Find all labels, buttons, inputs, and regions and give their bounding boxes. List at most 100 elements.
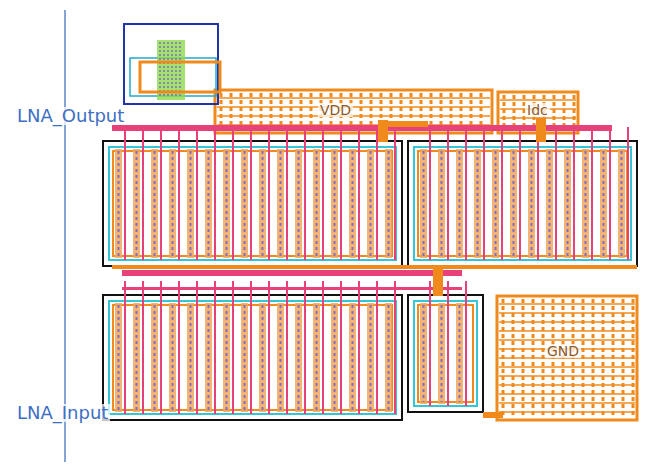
gate-poly [501,127,503,260]
via-row [499,330,635,332]
finger-metal [367,303,374,412]
finger-vias [352,151,354,256]
finger-metal [313,149,320,258]
metal-strap [140,62,220,92]
via-row [499,393,635,395]
via-row [499,366,635,368]
finger-metal [295,149,302,258]
gate-poly [465,281,467,406]
finger-metal [331,149,338,258]
gate-poly [232,281,234,414]
finger-metal [277,149,284,258]
via-column [163,42,165,98]
finger-vias [172,151,174,256]
gate-poly [519,127,521,260]
finger-vias [118,151,120,256]
gate-poly [160,281,162,414]
metal-ring [418,151,627,256]
finger-vias [244,151,246,256]
gate-bus [122,287,462,290]
finger-metal [223,149,230,258]
finger-vias [370,151,372,256]
gate-poly [178,281,180,414]
via-row [500,99,576,101]
finger-metal [259,149,266,258]
gate-poly [447,127,449,260]
gate-poly [232,127,234,260]
finger-vias [190,305,192,410]
finger-metal [600,149,607,258]
finger-vias [244,305,246,410]
via-row [499,411,635,413]
finger-vias [136,305,138,410]
via-column [159,42,161,98]
via-row [499,402,635,404]
finger-metal [438,303,445,404]
finger-vias [316,305,318,410]
finger-vias [334,151,336,256]
transistor-boundary [103,295,402,420]
finger-vias [603,151,605,256]
finger-vias [208,305,210,410]
finger-metal [259,303,266,412]
finger-metal [277,303,284,412]
finger-metal [169,303,176,412]
gate-poly [322,281,324,414]
finger-metal [151,303,158,412]
finger-metal [385,303,392,412]
via-row [499,384,635,386]
finger-vias [423,305,425,402]
finger-vias [208,151,210,256]
finger-metal [582,149,589,258]
diffusion-outline [109,301,396,414]
gate-poly [124,281,126,414]
gate-poly [214,127,216,260]
finger-metal [385,149,392,258]
finger-metal [474,149,481,258]
gate-poly [465,127,467,260]
finger-metal [618,149,625,258]
finger-metal [546,149,553,258]
finger-metal [115,149,122,258]
finger-metal [420,149,427,258]
finger-metal [331,303,338,412]
gate-poly [178,127,180,260]
via-row [499,303,635,305]
net-name: Idc [525,103,550,117]
via-column [171,42,173,98]
finger-vias [190,151,192,256]
finger-vias [352,305,354,410]
gate-poly [304,281,306,414]
finger-metal [241,303,248,412]
finger-vias [172,305,174,410]
gate-poly [627,127,629,260]
via-column [179,42,181,98]
finger-metal [115,303,122,412]
finger-vias [226,305,228,410]
gate-poly [394,127,396,260]
finger-vias [370,305,372,410]
finger-metal [133,149,140,258]
gate-poly [124,127,126,260]
net-name: GND [545,344,581,358]
finger-vias [423,151,425,256]
finger-vias [136,151,138,256]
metal-strap [388,121,428,127]
finger-metal [187,303,194,412]
via-row [499,312,635,314]
gate-bus [122,270,462,276]
via-row [217,115,490,117]
gate-poly [196,127,198,260]
finger-metal [349,149,356,258]
gate-poly [286,127,288,260]
diffusion-outline [414,147,631,260]
diffusion-outline [109,147,396,260]
metal-strap [433,268,443,296]
finger-metal [169,149,176,258]
gate-poly [196,281,198,414]
finger-vias [585,151,587,256]
diffusion-outline [414,301,477,406]
finger-vias [298,305,300,410]
gnd-plate [497,296,637,420]
metal-strap [536,118,546,142]
